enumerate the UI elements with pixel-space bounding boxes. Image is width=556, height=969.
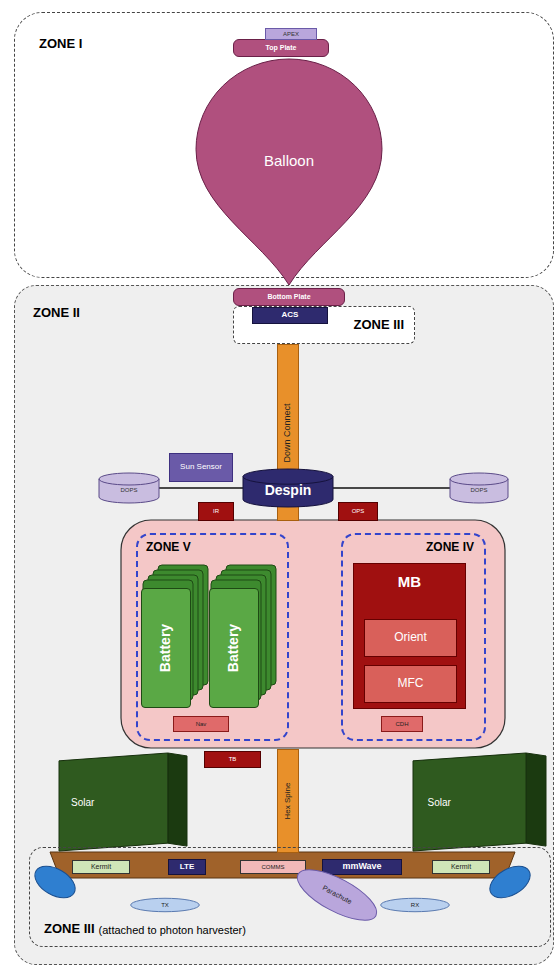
node-label: Solar (71, 797, 94, 808)
antenna-oval: TX (130, 898, 200, 912)
acs-box: ACS (252, 307, 328, 324)
node-label: Top Plate (266, 44, 297, 52)
node-label: MB (398, 574, 421, 591)
balloon: Balloon (196, 59, 382, 285)
zone-region: ZONE V Battery BatteryNav (136, 533, 289, 741)
board-box: Orient (364, 619, 457, 657)
node-label: ZONE III (44, 922, 95, 936)
board-box: CDH (381, 716, 423, 732)
node-label: Kermit (451, 863, 471, 871)
node-label: ZONE IV (426, 541, 474, 554)
node-label: Down Connect (283, 403, 293, 462)
node-label: TX (161, 902, 169, 909)
node-label: Solar (427, 797, 450, 808)
node-label: RX (411, 902, 419, 909)
node-label: Hex Spine (284, 783, 293, 820)
zone-region: ZONE II Bottom PlateZONE III ACS Down Conne… (14, 285, 554, 965)
node-label: IR (213, 508, 219, 515)
zone-region: ZONE III (attached to photon harvester) Ke… (29, 847, 551, 947)
zone-region: ZONE I Top Plate APEX Balloon (14, 12, 554, 278)
bottom-plate: Bottom Plate (233, 288, 345, 306)
node-label: MFC (398, 677, 424, 690)
node-label: Sun Sensor (180, 463, 222, 472)
battery-pack: Battery (209, 588, 259, 708)
board-box: Nav (173, 716, 229, 732)
sensor-box: OPS (338, 502, 378, 521)
node-label: ZONE III (353, 318, 404, 332)
foot (484, 860, 535, 905)
node-label: ZONE V (146, 541, 191, 554)
despin-cylinder: Despin (243, 469, 333, 507)
node-label: Battery (226, 624, 241, 672)
node-label: Kermit (91, 863, 111, 871)
apex-box: APEX (265, 28, 317, 40)
antenna-oval: RX (380, 898, 450, 912)
radio-box: LTE (168, 859, 206, 875)
zone-ground (14, 285, 554, 965)
node-label: LTE (180, 863, 195, 872)
battery-pack: Battery (141, 588, 191, 708)
dops-cylinder: DOPS (450, 473, 508, 503)
node-label: OPS (352, 508, 365, 515)
node-label: TB (229, 756, 237, 763)
node-label: DOPS (470, 487, 487, 494)
node-label: CDH (396, 721, 409, 728)
node-label: ZONE I (39, 37, 82, 51)
dops-cylinder: DOPS (99, 473, 159, 503)
node-label: APEX (283, 31, 299, 38)
node-label: ACS (282, 311, 299, 320)
solar-panel: Solar (59, 753, 187, 851)
node-label: Bottom Plate (267, 293, 310, 301)
node-label: ZONE II (33, 306, 80, 320)
sensor-box: Sun Sensor (169, 453, 233, 482)
node-label: Orient (394, 631, 427, 644)
payload-housing (121, 520, 505, 748)
node-label: Despin (265, 483, 312, 498)
top-plate: Top Plate (233, 39, 329, 57)
node-label: (attached to photon harvester) (99, 924, 246, 936)
main-board: MB OrientMFC (353, 563, 466, 709)
node-label: Balloon (264, 153, 314, 170)
radio-box: COMMS (240, 860, 306, 874)
board-box: TB (204, 751, 261, 768)
solar-panel: Solar (413, 753, 546, 851)
sensor-box: IR (198, 502, 234, 521)
node-label: Nav (196, 721, 207, 728)
shape-outline (196, 59, 382, 285)
photon-harvester (50, 852, 515, 878)
boom-line (158, 487, 244, 489)
node-label: DOPS (120, 487, 137, 494)
board-box: MFC (364, 665, 457, 703)
node-label: COMMS (262, 864, 285, 871)
radio-box: mmWave (322, 859, 402, 875)
node-label: Battery (158, 624, 173, 672)
node-label: mmWave (342, 862, 381, 872)
antenna-box: Kermit (72, 860, 130, 874)
antenna-box: Kermit (432, 860, 490, 874)
spine-bar: Hex Spine (277, 749, 299, 853)
zone-region: ZONE III ACS (233, 306, 415, 344)
zone-region: ZONE IV MB OrientMFC CDH (341, 533, 486, 741)
boom-line (332, 487, 451, 489)
